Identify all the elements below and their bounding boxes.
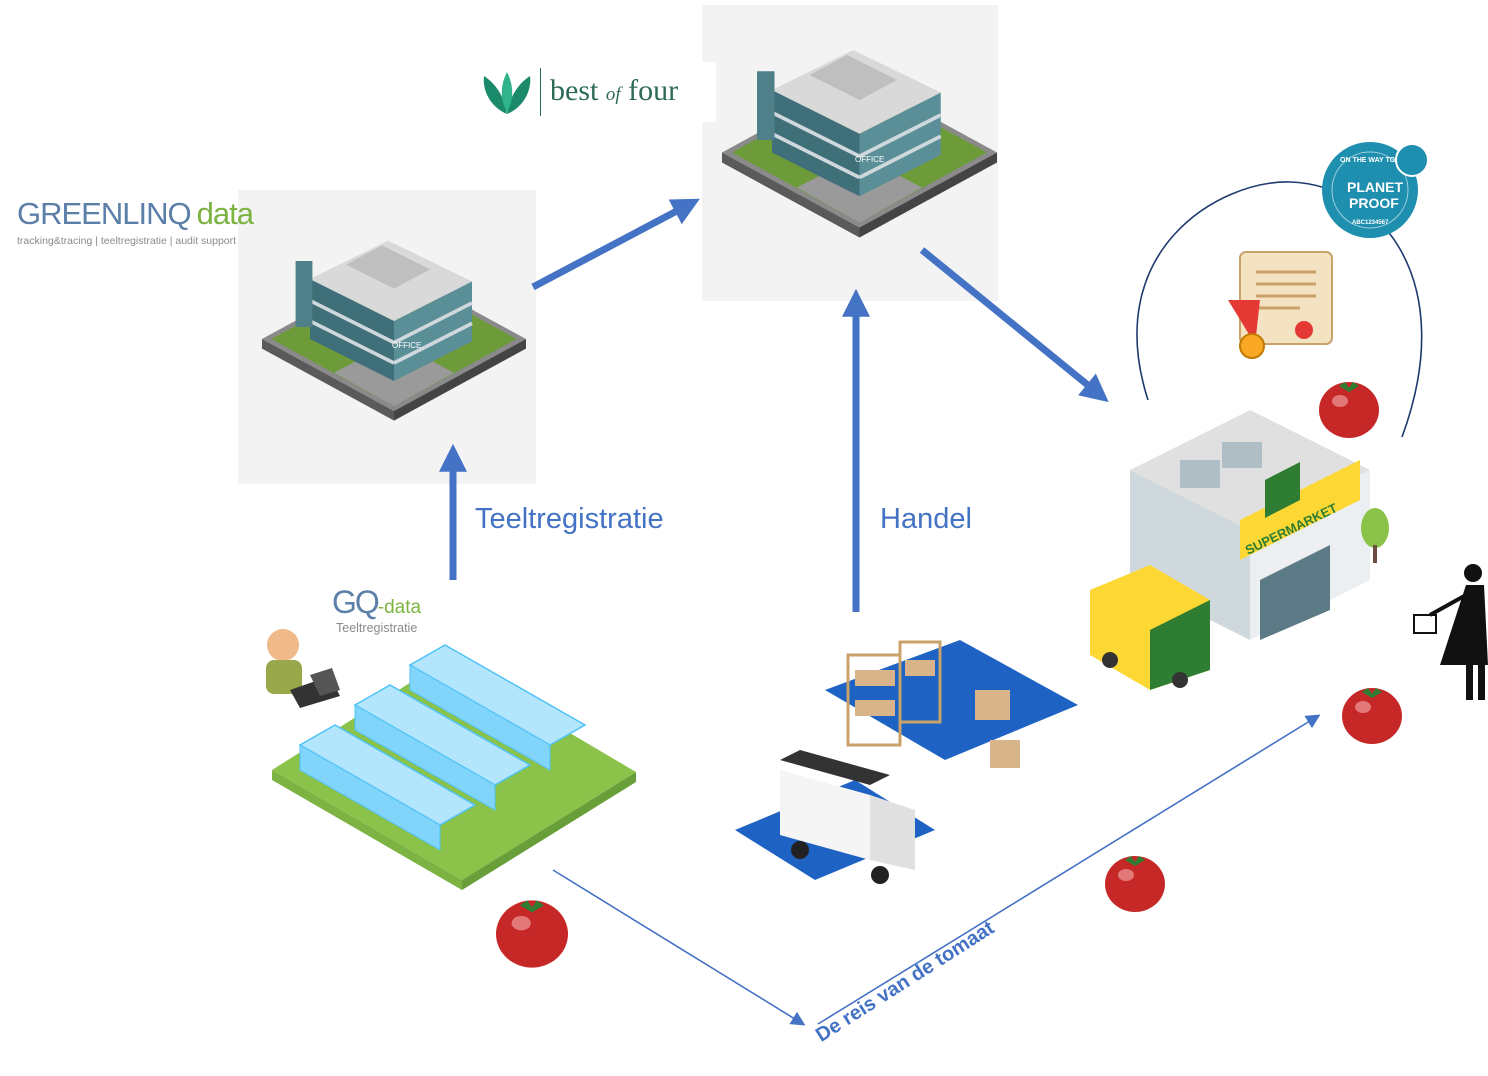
greenlinq-suffix: data (196, 196, 254, 231)
office-sign-2: OFFICE (855, 155, 884, 164)
best-of-four-logo: best of four (478, 62, 716, 122)
gq-name: GQ (332, 584, 380, 620)
svg-text:ON THE WAY TO: ON THE WAY TO (1340, 157, 1396, 164)
best-of-four-divider (540, 68, 541, 116)
tomato-1 (496, 900, 568, 968)
warehouse-truck (735, 640, 1078, 884)
bof-word-four: four (628, 74, 679, 107)
label-teeltregistratie: Teeltregistratie (475, 503, 664, 535)
gq-subtitle: Teeltregistratie (336, 621, 418, 635)
bof-word-best: best (550, 74, 599, 107)
greenlinq-name: GREENLINQ (17, 196, 192, 231)
svg-text:PLANET: PLANET (1347, 179, 1403, 195)
svg-text:PROOF: PROOF (1349, 195, 1399, 211)
journey-arrow-2 (817, 714, 1321, 1025)
best-of-four-leaf-icon (483, 72, 531, 114)
arrow-bestoffour-to-supermarket (919, 247, 1109, 403)
tomato-3 (1342, 688, 1402, 744)
gq-data-logo: GQ-data Teeltregistratie (332, 584, 422, 635)
label-handel: Handel (880, 503, 972, 535)
bestoffour-office-building (720, 48, 999, 240)
journey-arrow-1 (552, 869, 806, 1026)
certification-arc (1136, 181, 1423, 438)
best-of-four-text: best of four (550, 74, 678, 108)
greenlinq-tagline: tracking&tracing | teeltregistratie | au… (17, 235, 237, 247)
bof-word-of: of (605, 84, 621, 105)
svg-text:ABC1234567: ABC1234567 (1352, 220, 1389, 226)
tomato-2 (1105, 856, 1165, 912)
greenlinq-office-building (260, 238, 528, 423)
planet-proof-badge: PLANET PROOF ON THE WAY TO ABC1234567 (1322, 142, 1429, 238)
office-sign-1: OFFICE (392, 341, 421, 350)
arrow-greenlinq-to-bestoffour (531, 198, 700, 291)
tomato-4 (1319, 382, 1379, 438)
supermarket-building: SUPERMARKET (1090, 410, 1389, 690)
shopper-figure (1413, 564, 1488, 700)
greenhouse-complex (272, 644, 636, 890)
certificate-icon (1228, 251, 1333, 359)
farmer-with-laptop (266, 629, 340, 708)
gq-suffix: -data (377, 597, 422, 618)
